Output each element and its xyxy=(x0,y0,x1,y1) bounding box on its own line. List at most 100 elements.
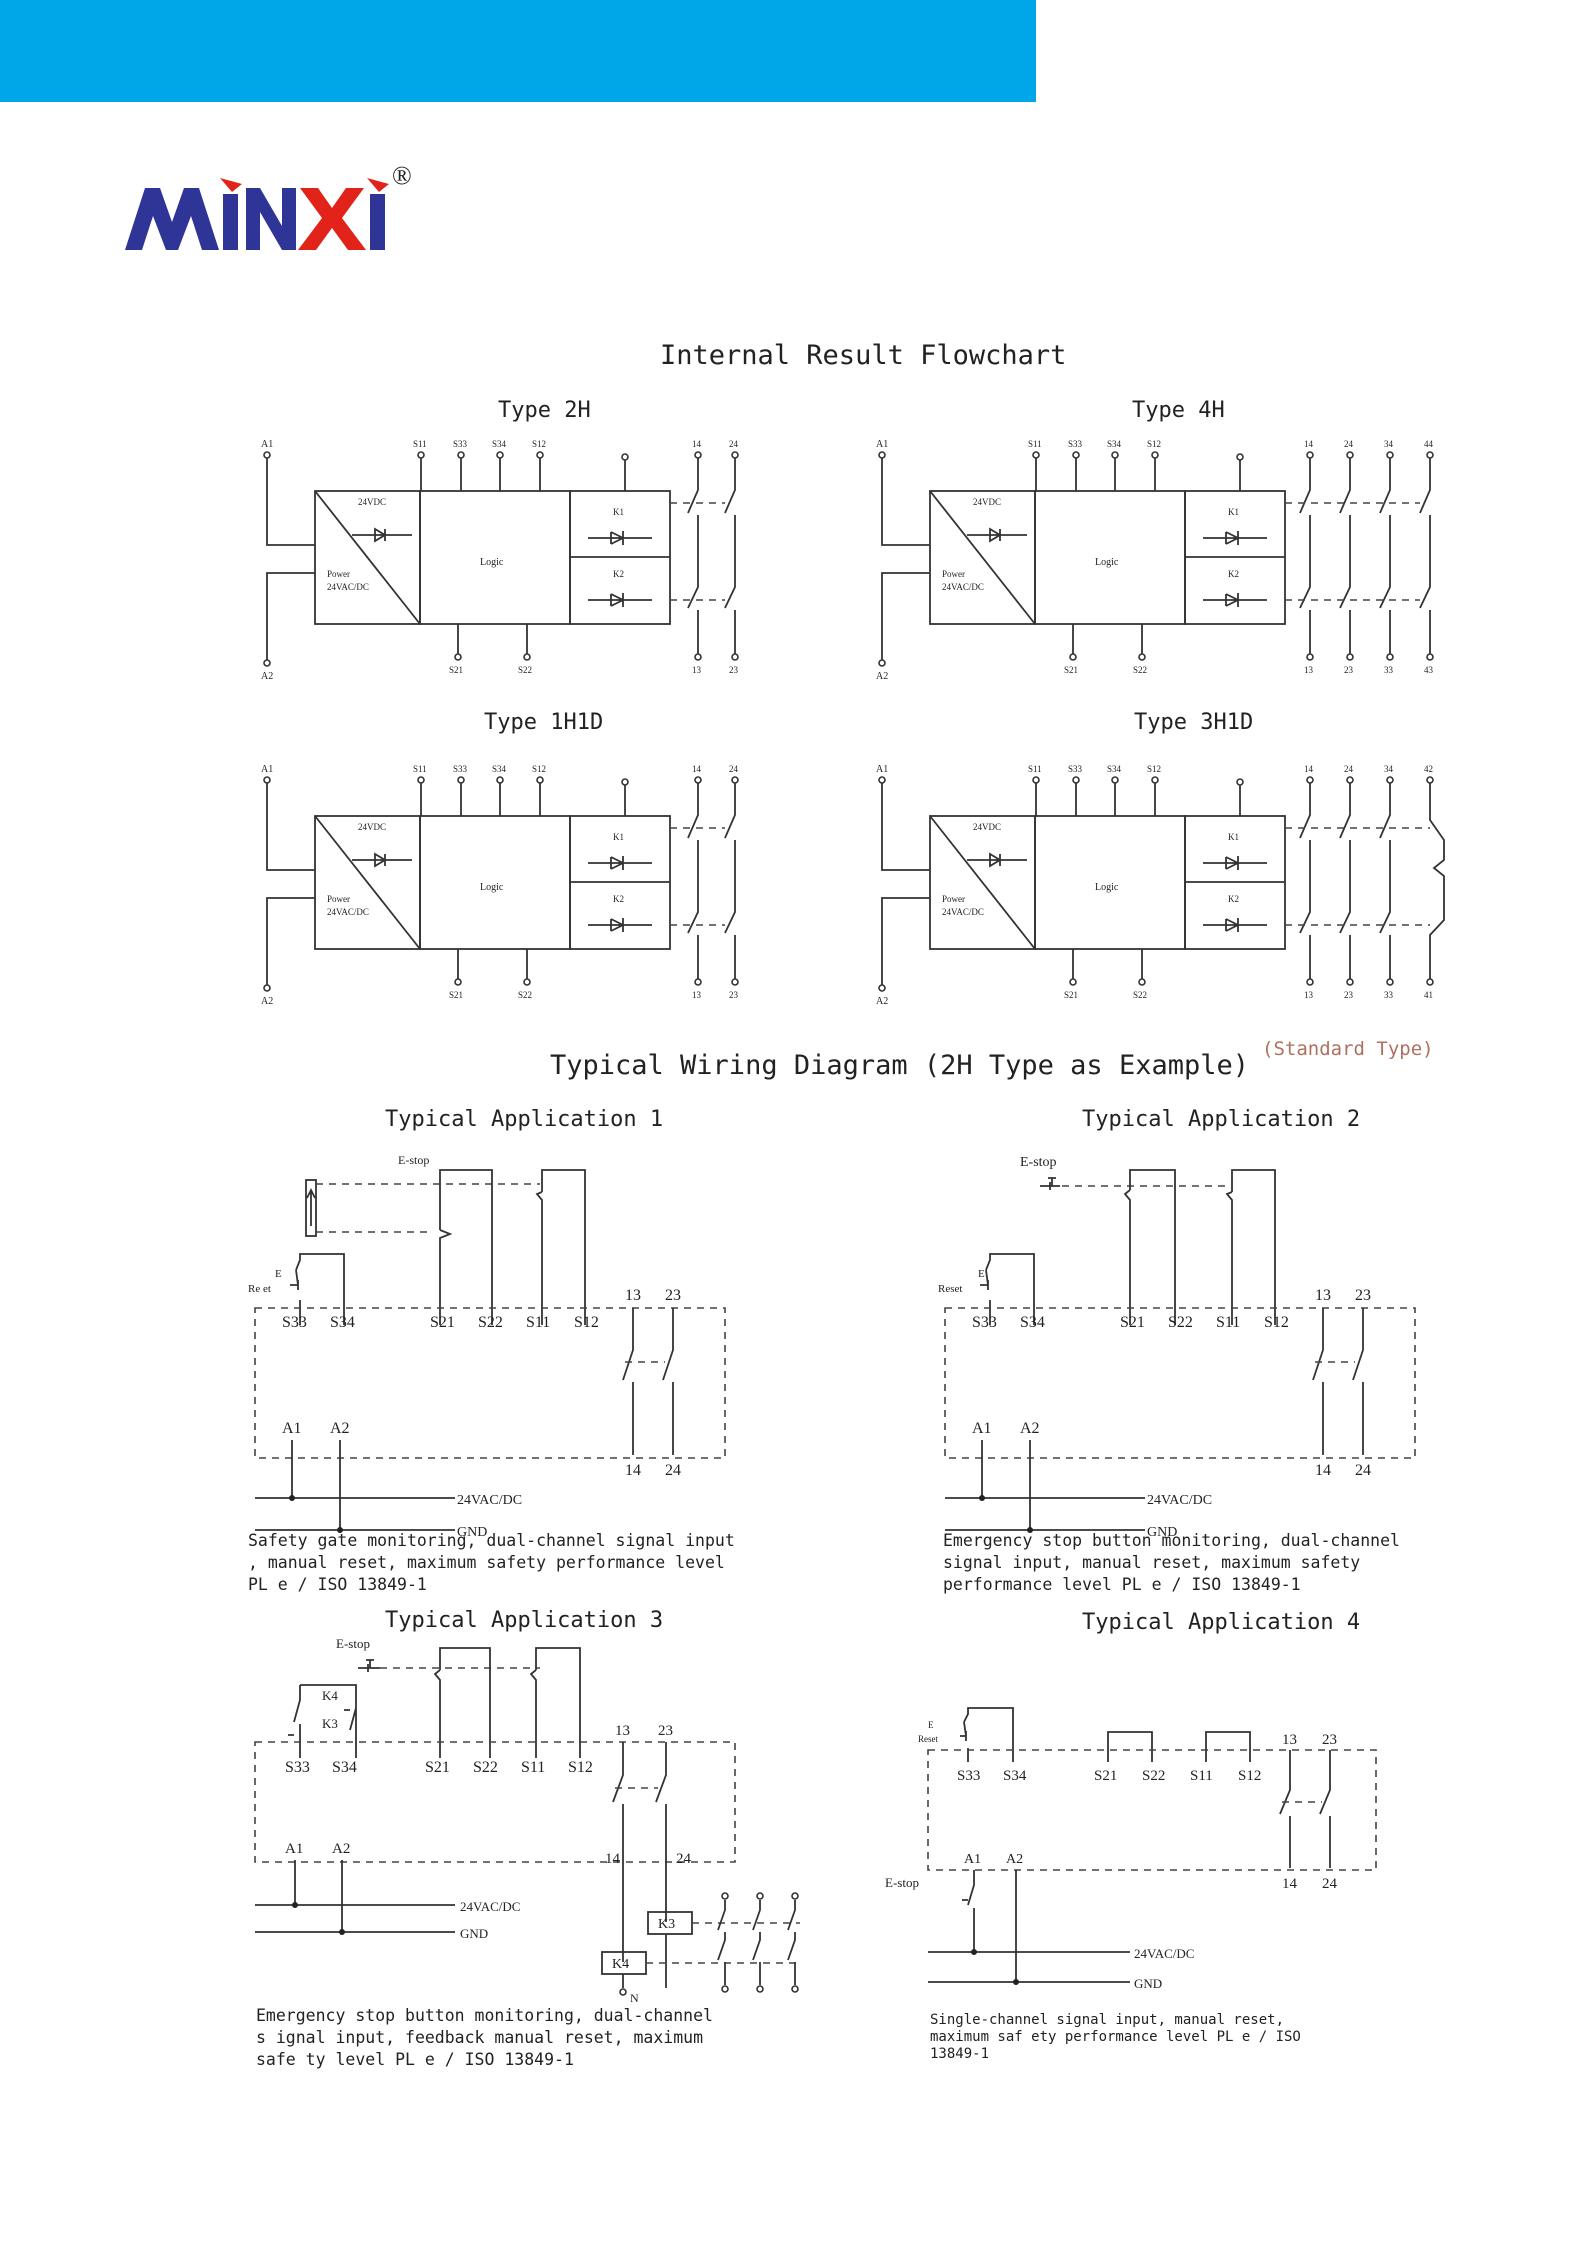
svg-text:A1: A1 xyxy=(261,764,273,775)
svg-text:A1: A1 xyxy=(261,439,273,450)
registered-mark: ® xyxy=(392,161,412,190)
svg-text:S11: S11 xyxy=(1028,439,1042,449)
wiring-body: E-stop E Re et S33 S34 S21 S22 S11 S12 1… xyxy=(248,1153,726,1540)
svg-text:S34: S34 xyxy=(492,439,507,449)
svg-text:14: 14 xyxy=(692,439,702,449)
svg-text:GND: GND xyxy=(1147,1525,1177,1540)
svg-text:S21: S21 xyxy=(1120,1314,1145,1331)
svg-text:14: 14 xyxy=(1304,764,1314,774)
svg-text:23: 23 xyxy=(1355,1287,1371,1304)
svg-text:24VAC/DC: 24VAC/DC xyxy=(1134,1946,1194,1961)
svg-text:E-stop: E-stop xyxy=(336,1636,370,1651)
wiring-heading: Typical Wiring Diagram (2H Type as Examp… xyxy=(550,1050,1249,1081)
svg-text:42: 42 xyxy=(1424,764,1433,774)
svg-text:41: 41 xyxy=(1424,990,1433,1000)
svg-text:S11: S11 xyxy=(413,764,427,774)
svg-text:13: 13 xyxy=(625,1287,641,1304)
diagram-body: A1 A2 24VDC Power 24VAC/DC Logic K1 K2 S… xyxy=(261,764,739,1007)
svg-text:S12: S12 xyxy=(574,1314,599,1331)
svg-text:14: 14 xyxy=(605,1851,621,1867)
svg-text:A2: A2 xyxy=(332,1841,350,1857)
svg-text:S33: S33 xyxy=(453,764,468,774)
svg-text:24VDC: 24VDC xyxy=(358,822,386,832)
svg-text:24VAC/DC: 24VAC/DC xyxy=(942,582,984,592)
svg-text:S12: S12 xyxy=(1264,1314,1289,1331)
svg-text:S21: S21 xyxy=(449,665,463,675)
svg-text:23: 23 xyxy=(729,990,739,1000)
app-3-title: Typical Application 3 xyxy=(385,1608,664,1633)
app-1-title: Typical Application 1 xyxy=(385,1107,664,1132)
svg-text:23: 23 xyxy=(729,665,739,675)
app-4-title: Typical Application 4 xyxy=(1082,1610,1361,1635)
svg-text:A2: A2 xyxy=(1020,1420,1040,1437)
svg-text:S12: S12 xyxy=(1238,1768,1261,1784)
app-4-description: Single-channel signal input, manual rese… xyxy=(930,2012,1301,2062)
svg-text:E-stop: E-stop xyxy=(885,1875,919,1890)
svg-text:S22: S22 xyxy=(478,1314,503,1331)
svg-text:33: 33 xyxy=(1384,990,1394,1000)
svg-text:K4: K4 xyxy=(322,1688,338,1703)
application-4-diagram: E Reset S33 S34 S21 S22 S11 S12 13 23 14… xyxy=(885,1707,1377,1991)
svg-text:A2: A2 xyxy=(261,671,273,682)
svg-text:13: 13 xyxy=(1304,990,1314,1000)
svg-text:43: 43 xyxy=(1424,665,1434,675)
svg-text:K1: K1 xyxy=(1228,832,1239,842)
application-1-diagram: E-stop E Re et S33 S34 S21 S22 S11 S12 1… xyxy=(248,1153,726,1540)
svg-text:S12: S12 xyxy=(532,439,546,449)
svg-text:44: 44 xyxy=(1424,439,1434,449)
svg-text:S34: S34 xyxy=(1003,1768,1027,1784)
svg-text:23: 23 xyxy=(1322,1732,1337,1748)
svg-text:S34: S34 xyxy=(332,1759,357,1776)
svg-text:S33: S33 xyxy=(1068,439,1083,449)
svg-text:S21: S21 xyxy=(425,1759,450,1776)
svg-text:24VDC: 24VDC xyxy=(973,822,1001,832)
svg-text:S33: S33 xyxy=(957,1768,980,1784)
svg-text:S12: S12 xyxy=(568,1759,593,1776)
svg-text:13: 13 xyxy=(692,990,702,1000)
svg-text:K3: K3 xyxy=(322,1716,338,1731)
diagram-body: A1 A2 24VDC Power 24VAC/DC Logic K1 K2 S… xyxy=(876,439,1434,682)
svg-text:K1: K1 xyxy=(1228,507,1239,517)
svg-text:N: N xyxy=(630,1991,639,2005)
svg-text:24VAC/DC: 24VAC/DC xyxy=(942,907,984,917)
logo-mark xyxy=(125,178,389,250)
wiring-body: E-stop K4 K3 S33 S34 S21 S22 S11 S12 13 … xyxy=(254,1636,800,2005)
svg-text:24: 24 xyxy=(1322,1876,1338,1892)
svg-text:Logic: Logic xyxy=(1095,557,1119,568)
svg-text:13: 13 xyxy=(615,1723,630,1739)
app-2-description: Emergency stop button monitoring, dual-c… xyxy=(943,1531,1400,1594)
svg-text:13: 13 xyxy=(1315,1287,1331,1304)
svg-text:24VDC: 24VDC xyxy=(973,497,1001,507)
svg-text:13: 13 xyxy=(1282,1732,1297,1748)
svg-text:24VAC/DC: 24VAC/DC xyxy=(327,582,369,592)
standard-type-note: (Standard Type) xyxy=(1262,1038,1434,1060)
diagram-type-2h: A1 A2 24VDC Power 24VAC/DC Logic K1 K2 S… xyxy=(261,439,739,682)
type-1h1d-title: Type 1H1D xyxy=(484,710,604,735)
svg-text:13: 13 xyxy=(692,665,702,675)
app-1-description: Safety gate monitoring, dual-channel sig… xyxy=(248,1531,735,1594)
svg-text:E-stop: E-stop xyxy=(398,1153,429,1167)
svg-text:14: 14 xyxy=(625,1462,641,1479)
svg-text:K1: K1 xyxy=(613,832,624,842)
svg-text:24VAC/DC: 24VAC/DC xyxy=(457,1493,522,1508)
svg-text:S34: S34 xyxy=(1020,1314,1045,1331)
application-3-diagram: E-stop K4 K3 S33 S34 S21 S22 S11 S12 13 … xyxy=(254,1636,800,2005)
svg-text:A1: A1 xyxy=(282,1420,302,1437)
svg-text:A2: A2 xyxy=(330,1420,350,1437)
diagram-type-4h: A1 A2 24VDC Power 24VAC/DC Logic K1 K2 S… xyxy=(876,439,1434,682)
svg-text:24: 24 xyxy=(665,1462,681,1479)
svg-text:Reset: Reset xyxy=(938,1283,962,1295)
svg-text:24VAC/DC: 24VAC/DC xyxy=(460,1899,520,1914)
svg-text:S11: S11 xyxy=(1028,764,1042,774)
app-2-title: Typical Application 2 xyxy=(1082,1107,1361,1132)
svg-text:GND: GND xyxy=(1134,1976,1162,1991)
svg-text:K4: K4 xyxy=(612,1957,629,1972)
wiring-body: E Reset S33 S34 S21 S22 S11 S12 13 23 14… xyxy=(885,1707,1377,1991)
svg-text:Re et: Re et xyxy=(248,1283,271,1295)
svg-text:14: 14 xyxy=(1282,1876,1298,1892)
svg-text:A2: A2 xyxy=(876,996,888,1007)
svg-text:S11: S11 xyxy=(413,439,427,449)
svg-text:S12: S12 xyxy=(1147,764,1161,774)
svg-text:S11: S11 xyxy=(526,1314,550,1331)
svg-text:23: 23 xyxy=(1344,665,1354,675)
